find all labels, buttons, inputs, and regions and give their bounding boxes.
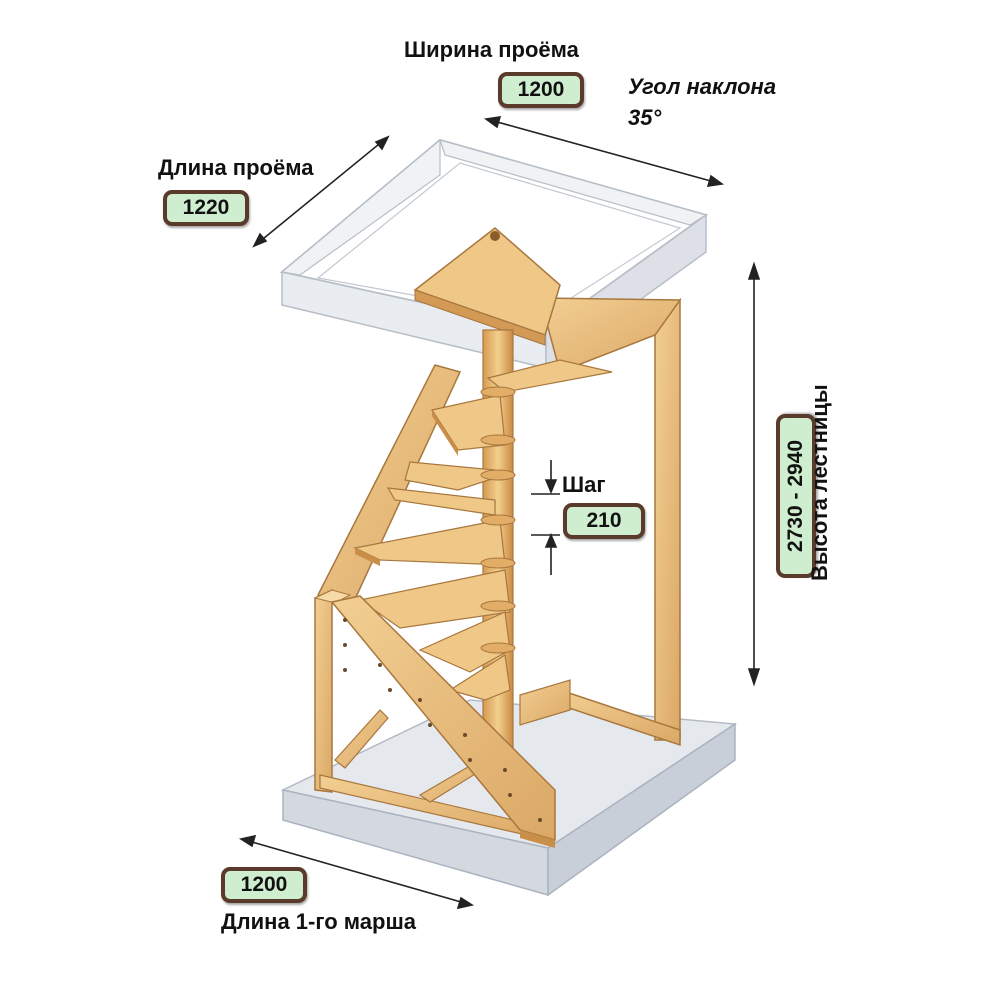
first-flight-length-label: Длина 1-го марша [221,909,417,934]
front-frame [313,588,549,841]
opening-length-label: Длина проёма [158,155,314,180]
dimension-lines [238,116,761,910]
opening-width-label: Ширина проёма [404,37,579,62]
inner-stringer [316,364,462,611]
first-flight-length-badge: 1200 [221,867,307,903]
outer-stringer [330,595,556,848]
opening-width-badge: 1200 [498,72,584,108]
stair-height-label: Высота лестницы [807,384,832,581]
step-badge: 210 [563,503,645,539]
slope-angle-label: Угол наклона [628,74,777,99]
opening-length-badge: 1220 [163,190,249,226]
slope-angle-value: 35° [628,105,662,130]
back-frame [519,297,682,747]
treads [353,359,613,701]
step-label: Шаг [562,472,606,497]
